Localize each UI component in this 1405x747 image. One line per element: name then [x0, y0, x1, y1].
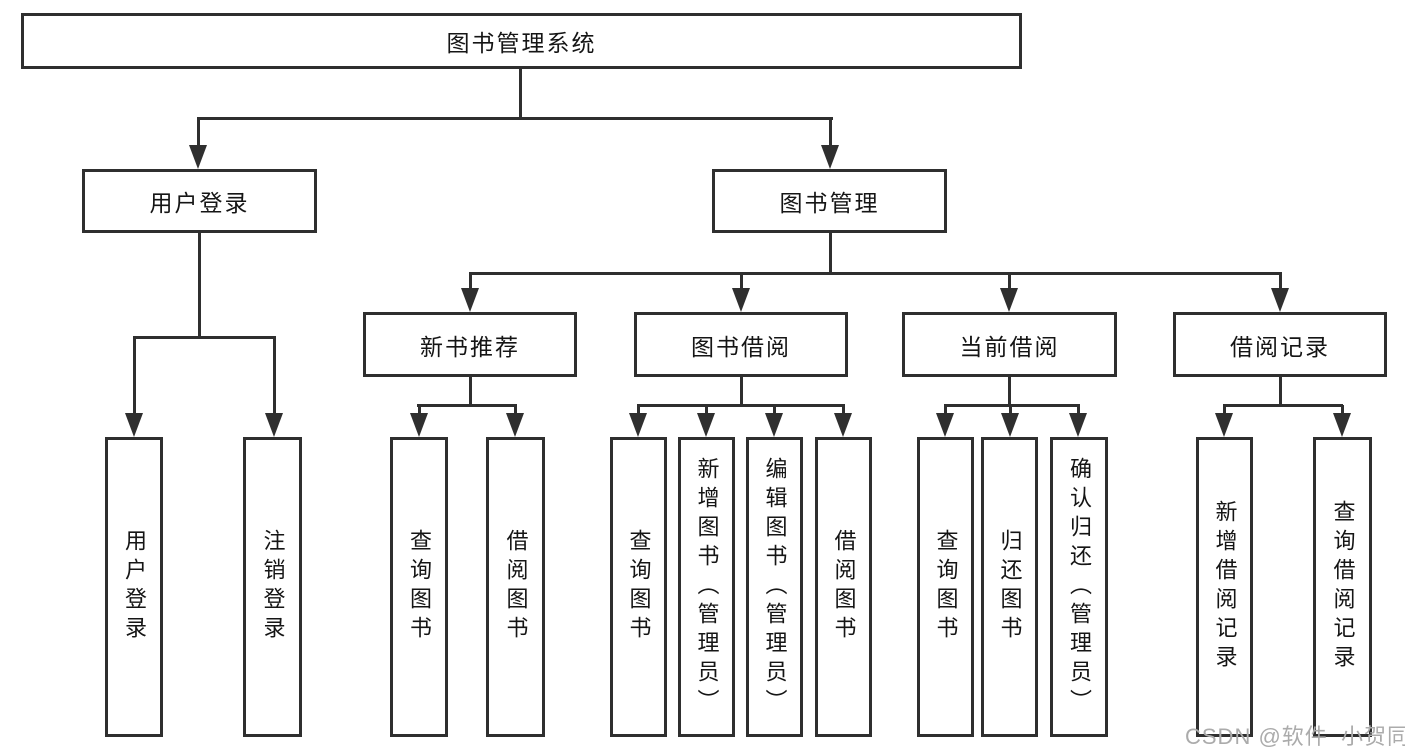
arrow-down-icon [936, 413, 954, 437]
connector-line [469, 272, 1282, 275]
arrow-down-icon [1001, 413, 1019, 437]
connector-line [198, 233, 201, 338]
connector-line [133, 337, 136, 415]
connector-line [740, 273, 743, 291]
leaf-query-record-label: 查询借阅记录 [1330, 500, 1356, 674]
arrow-down-icon [1069, 413, 1087, 437]
leaf-add-record: 新增借阅记录 [1196, 437, 1253, 737]
leaf-return-book-label: 归还图书 [997, 529, 1023, 645]
node-borrow-record-label: 借阅记录 [1230, 333, 1330, 360]
connector-line [519, 69, 522, 119]
node-user-login-label: 用户登录 [149, 190, 250, 216]
arrow-down-icon [732, 288, 750, 312]
connector-line [1009, 405, 1012, 415]
connector-line [705, 405, 708, 415]
arrow-down-icon [1333, 413, 1351, 437]
connector-line [418, 405, 421, 415]
leaf-user-login: 用户登录 [105, 437, 163, 737]
node-root-label: 图书管理系统 [446, 30, 597, 56]
leaf-newbook-query: 查询图书 [390, 437, 448, 737]
arrow-down-icon [1215, 413, 1233, 437]
leaf-current-query: 查询图书 [917, 437, 974, 737]
node-new-book-recommend-label: 新书推荐 [420, 333, 520, 360]
arrow-down-icon [506, 413, 524, 437]
arrow-down-icon [821, 145, 839, 169]
connector-line [740, 377, 743, 406]
connector-line [1008, 273, 1011, 291]
arrow-down-icon [461, 288, 479, 312]
arrow-down-icon [410, 413, 428, 437]
connector-line [1341, 405, 1344, 415]
connector-line [1279, 273, 1282, 291]
connector-line [197, 118, 200, 148]
leaf-return-book: 归还图书 [981, 437, 1038, 737]
arrow-down-icon [1000, 288, 1018, 312]
connector-line [1223, 404, 1343, 407]
connector-line [637, 404, 845, 407]
arrow-down-icon [834, 413, 852, 437]
connector-line [829, 118, 832, 148]
arrow-down-icon [125, 413, 143, 437]
connector-line [829, 233, 832, 274]
connector-line [944, 404, 1080, 407]
node-current-borrow: 当前借阅 [902, 312, 1117, 377]
connector-line [773, 405, 776, 415]
leaf-add-record-label: 新增借阅记录 [1212, 500, 1238, 674]
leaf-logout-label: 注销登录 [260, 529, 286, 645]
leaf-borrow-add-book-label: 新增图书（管理员） [694, 456, 720, 718]
arrow-down-icon [189, 145, 207, 169]
arrow-down-icon [629, 413, 647, 437]
watermark-text: CSDN @软件_小贺同学 [1185, 724, 1405, 747]
connector-line [133, 336, 276, 339]
leaf-borrow-edit-book: 编辑图书（管理员） [746, 437, 803, 737]
connector-line [1008, 377, 1011, 406]
leaf-logout: 注销登录 [243, 437, 302, 737]
node-root: 图书管理系统 [21, 13, 1022, 69]
arrow-down-icon [265, 413, 283, 437]
connector-line [273, 337, 276, 415]
leaf-newbook-query-label: 查询图书 [407, 529, 432, 645]
arrow-down-icon [765, 413, 783, 437]
leaf-confirm-return: 确认归还（管理员） [1050, 437, 1108, 737]
connector-line [197, 117, 833, 120]
leaf-query-record: 查询借阅记录 [1313, 437, 1372, 737]
connector-line [842, 405, 845, 415]
connector-line [1279, 377, 1282, 406]
connector-line [1077, 405, 1080, 415]
node-book-borrow-label: 图书借阅 [691, 333, 791, 360]
node-book-management-label: 图书管理 [779, 190, 880, 216]
arrow-down-icon [697, 413, 715, 437]
node-user-login: 用户登录 [82, 169, 317, 233]
arrow-down-icon [1271, 288, 1289, 312]
leaf-confirm-return-label: 确认归还（管理员） [1067, 456, 1092, 718]
connector-line [1223, 405, 1226, 415]
leaf-borrow-query-label: 查询图书 [626, 529, 652, 645]
node-book-borrow: 图书借阅 [634, 312, 848, 377]
leaf-borrow-book-label: 借阅图书 [831, 529, 857, 645]
connector-line [637, 405, 640, 415]
leaf-current-query-label: 查询图书 [933, 529, 959, 645]
connector-line [469, 273, 472, 291]
leaf-newbook-borrow-label: 借阅图书 [503, 529, 529, 645]
node-current-borrow-label: 当前借阅 [959, 333, 1060, 360]
connector-line [944, 405, 947, 415]
connector-line [417, 404, 517, 407]
node-borrow-record: 借阅记录 [1173, 312, 1387, 377]
connector-line [469, 377, 472, 406]
leaf-borrow-book: 借阅图书 [815, 437, 872, 737]
leaf-borrow-query: 查询图书 [610, 437, 667, 737]
node-new-book-recommend: 新书推荐 [363, 312, 577, 377]
leaf-user-login-label: 用户登录 [122, 529, 147, 645]
node-book-management: 图书管理 [712, 169, 947, 233]
connector-line [514, 405, 517, 415]
leaf-borrow-add-book: 新增图书（管理员） [678, 437, 735, 737]
leaf-newbook-borrow: 借阅图书 [486, 437, 545, 737]
leaf-borrow-edit-book-label: 编辑图书（管理员） [762, 456, 788, 718]
